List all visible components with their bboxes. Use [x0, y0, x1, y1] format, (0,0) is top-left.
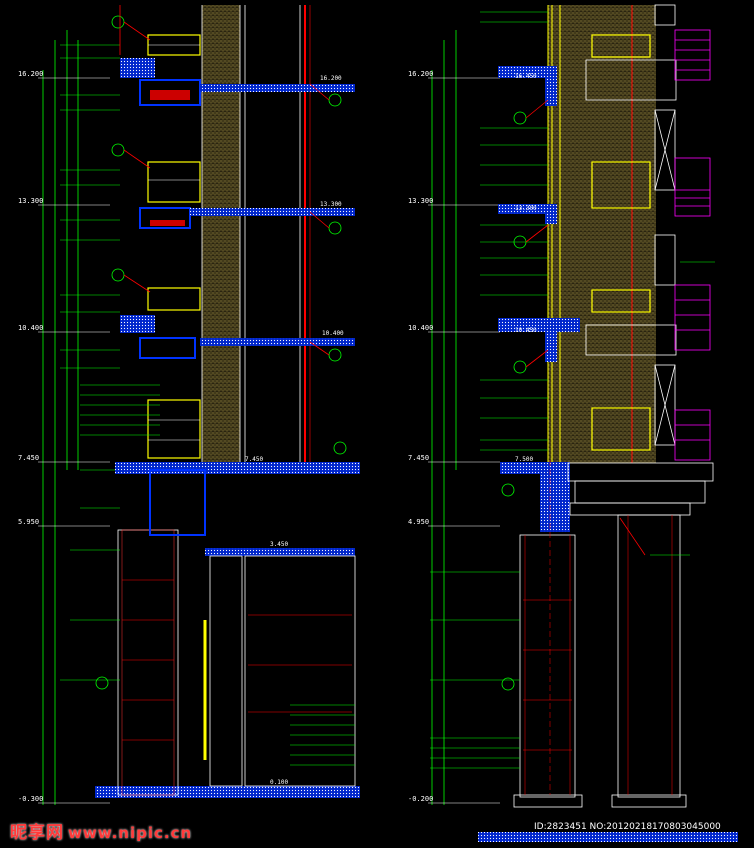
watermark-brand: 昵享网 — [10, 823, 64, 843]
left-windows — [147, 34, 201, 459]
right-magenta-railings — [674, 29, 711, 461]
right-elevation-1: 16.200 — [408, 70, 433, 78]
right-elevation-5: 4.950 — [408, 518, 429, 526]
left-elevation-1: 16.200 — [18, 70, 43, 78]
left-elevation-5: 5.950 — [18, 518, 39, 526]
left-section: 16.200 13.300 10.400 7.450 5.950 -0.300 — [18, 5, 360, 805]
left-elevation-6: -0.300 — [18, 795, 43, 803]
left-minor-ticks — [60, 44, 120, 369]
right-elevation-2: 13.300 — [408, 197, 433, 205]
left-slab-mark-6: 0.100 — [270, 779, 288, 786]
right-slab-mark-3: 10.450 — [515, 327, 537, 334]
right-section: 16.200 13.300 10.400 7.450 4.950 -0.200 — [408, 4, 738, 842]
left-leader-lines — [60, 384, 355, 766]
right-red-leaders — [525, 99, 646, 556]
right-podium — [513, 462, 714, 808]
left-slab-mark-4: 7.450 — [245, 456, 263, 463]
left-column-hatch — [122, 579, 352, 741]
right-slab-mark-2: 13.300 — [515, 205, 537, 212]
left-elevation-3: 10.400 — [18, 324, 43, 332]
right-windows — [591, 34, 651, 451]
image-id-label: ID:2823451 NO:20120218170803045000 — [534, 822, 721, 832]
right-slab-mark-1: 16.450 — [515, 73, 537, 80]
right-masonry-wall — [548, 5, 656, 463]
left-dimension-ticks — [38, 77, 110, 804]
left-beam-section — [149, 469, 206, 536]
watermark-site: www.nipic.cn — [68, 824, 193, 842]
right-elevation-3: 10.400 — [408, 324, 433, 332]
left-slab-mark-3: 10.400 — [322, 330, 344, 337]
left-dimension-lines — [42, 30, 79, 805]
left-slab-mark-1: 16.200 — [320, 75, 342, 82]
right-column-lines — [523, 460, 673, 795]
left-slab-mark-5: 3.450 — [270, 541, 288, 548]
left-masonry-wall — [202, 5, 240, 463]
right-elevation-4: 7.450 — [408, 454, 429, 462]
left-wall-outline — [201, 5, 301, 463]
right-leader-lines — [430, 11, 715, 769]
right-floor-slabs — [478, 66, 738, 842]
left-red-leaders — [119, 5, 330, 356]
right-elevation-6: -0.200 — [408, 795, 433, 803]
left-slab-mark-2: 13.300 — [320, 201, 342, 208]
left-elevation-4: 7.450 — [18, 454, 39, 462]
right-slab-mark-4: 7.500 — [515, 456, 533, 463]
left-columns — [117, 529, 356, 796]
right-detail-callouts — [501, 111, 527, 691]
right-dimension-ticks — [428, 77, 500, 804]
left-elevation-2: 13.300 — [18, 197, 43, 205]
right-dimension-lines — [431, 30, 457, 805]
